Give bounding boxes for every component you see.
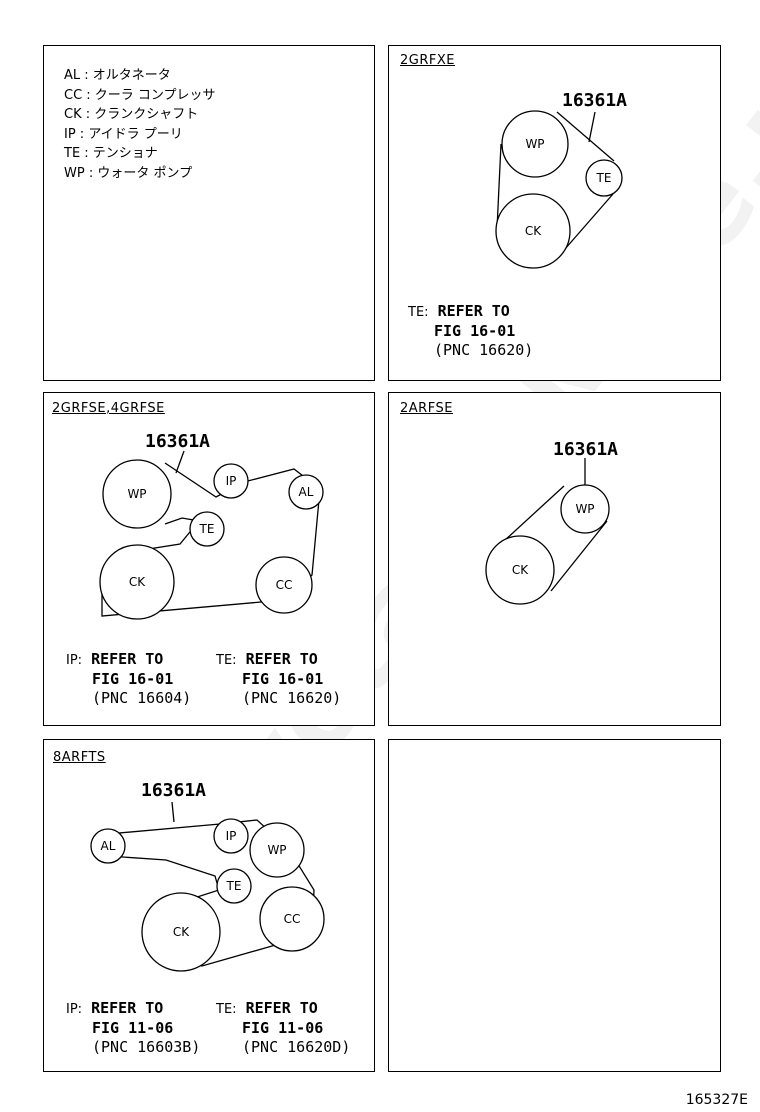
note-ip-8arfts: IP: REFER TO FIG 11-06 (PNC 16603B) bbox=[66, 999, 200, 1057]
part-number-16361a: 16361A bbox=[553, 439, 618, 460]
note-label: TE: bbox=[408, 305, 429, 320]
note-te-2grfse: TE: REFER TO FIG 16-01 (PNC 16620) bbox=[216, 650, 341, 708]
belt-diagram-2grfse: WP IP AL TE CK CC 16361A bbox=[99, 431, 324, 620]
note-label: IP: bbox=[66, 1002, 83, 1017]
note-line-3: (PNC 16620) bbox=[434, 341, 534, 359]
pulley-label-wp: WP bbox=[127, 487, 146, 501]
pulley-label-cc: CC bbox=[284, 912, 301, 926]
leader-line bbox=[175, 450, 185, 474]
legend-item-al: AL : オルタネータ bbox=[64, 68, 171, 83]
pulley-label-wp: WP bbox=[525, 137, 544, 151]
legend-item-wp: WP : ウォータ ポンプ bbox=[64, 165, 193, 181]
pulley-wp bbox=[501, 110, 569, 178]
panel-title-2grfse: 2GRFSE,4GRFSE bbox=[52, 401, 165, 416]
pulley-ck bbox=[485, 535, 555, 605]
pulley-label-ck: CK bbox=[525, 224, 542, 238]
pulley-label-al: AL bbox=[101, 839, 116, 853]
pulley-label-ck: CK bbox=[512, 563, 529, 577]
panel-title-2grfxe: 2GRFXE bbox=[400, 53, 455, 68]
pulley-al bbox=[288, 474, 324, 510]
belt-segment bbox=[496, 143, 502, 230]
empty-panel bbox=[388, 739, 721, 1072]
note-line-2: FIG 11-06 bbox=[92, 1019, 174, 1037]
pulley-label-te: TE bbox=[596, 171, 612, 185]
belt-segment bbox=[503, 485, 565, 542]
pulley-te bbox=[189, 511, 225, 547]
pulley-label-wp: WP bbox=[267, 843, 286, 857]
legend-panel: AL : オルタネータ CC : クーラ コンプレッサ CK : クランクシャフ… bbox=[43, 45, 375, 381]
note-te-8arfts: TE: REFER TO FIG 11-06 (PNC 16620D) bbox=[216, 999, 350, 1057]
panel-8arfts: 8ARFTS AL IP WP TE CK CC 16361A IP: REFE… bbox=[43, 739, 375, 1072]
panel-title-2arfse: 2ARFSE bbox=[400, 401, 453, 416]
legend-item-ip: IP : アイドラ プーリ bbox=[64, 126, 183, 142]
belt-path bbox=[107, 819, 315, 967]
pulley-label-ip: IP bbox=[226, 829, 237, 843]
note-line-3: (PNC 16620) bbox=[242, 689, 342, 707]
pulley-wp bbox=[560, 484, 610, 534]
note-line-1: REFER TO bbox=[91, 650, 164, 668]
pulley-ck bbox=[141, 892, 221, 972]
pulley-wp bbox=[249, 822, 305, 878]
pulley-al bbox=[90, 828, 126, 864]
pulley-wp bbox=[102, 459, 172, 529]
pulley-ip bbox=[213, 463, 249, 499]
belt-diagram-2grfxe: WP TE CK 16361A bbox=[495, 90, 627, 269]
note-line-3: (PNC 16603B) bbox=[92, 1038, 201, 1056]
note-ip-2grfse: IP: REFER TO FIG 16-01 (PNC 16604) bbox=[66, 650, 191, 708]
note-line-1: REFER TO bbox=[91, 999, 164, 1017]
legend-item-ck: CK : クランクシャフト bbox=[64, 107, 199, 122]
note-te-2grfxe: TE: REFER TO FIG 16-01 (PNC 16620) bbox=[408, 302, 533, 360]
legend: AL : オルタネータ CC : クーラ コンプレッサ CK : クランクシャフ… bbox=[64, 66, 216, 183]
figure-id: 165327E bbox=[685, 1092, 748, 1108]
belt-diagram-8arfts: AL IP WP TE CK CC 16361A bbox=[90, 780, 325, 972]
note-line-1: REFER TO bbox=[245, 650, 318, 668]
note-line-1: REFER TO bbox=[245, 999, 318, 1017]
pulley-label-ck: CK bbox=[129, 575, 146, 589]
belt-diagram-2arfse: WP CK 16361A bbox=[485, 439, 618, 605]
note-line-2: FIG 16-01 bbox=[92, 670, 174, 688]
note-line-2: FIG 16-01 bbox=[242, 670, 324, 688]
panel-2grfxe: 2GRFXE WP TE CK 16361A TE: REFER TO FIG … bbox=[388, 45, 721, 381]
pulley-label-cc: CC bbox=[276, 578, 293, 592]
note-line-3: (PNC 16620D) bbox=[242, 1038, 351, 1056]
leader-line bbox=[588, 111, 596, 143]
part-number-16361a: 16361A bbox=[145, 431, 210, 452]
belt-segment bbox=[556, 111, 615, 162]
leader-line bbox=[171, 801, 175, 823]
pulley-ip bbox=[213, 818, 249, 854]
pulley-cc bbox=[255, 556, 313, 614]
pulley-label-wp: WP bbox=[575, 502, 594, 516]
pulley-te bbox=[585, 159, 623, 197]
part-number-16361a: 16361A bbox=[562, 90, 627, 111]
pulley-label-ck: CK bbox=[173, 925, 190, 939]
note-label: IP: bbox=[66, 653, 83, 668]
panel-title-8arfts: 8ARFTS bbox=[53, 750, 106, 765]
panel-2arfse: 2ARFSE WP CK 16361A bbox=[388, 392, 721, 726]
pulley-label-te: TE bbox=[226, 879, 242, 893]
note-label: TE: bbox=[216, 1002, 237, 1017]
pulley-label-al: AL bbox=[299, 485, 314, 499]
note-line-3: (PNC 16604) bbox=[92, 689, 192, 707]
legend-item-te: TE : テンショナ bbox=[64, 146, 158, 161]
note-line-2: FIG 16-01 bbox=[434, 322, 516, 340]
pulley-te bbox=[216, 868, 252, 904]
pulley-ck bbox=[99, 544, 175, 620]
pulley-label-ip: IP bbox=[226, 474, 237, 488]
note-line-1: REFER TO bbox=[437, 302, 510, 320]
pulley-ck bbox=[495, 193, 571, 269]
pulley-cc bbox=[259, 886, 325, 952]
pulley-label-te: TE bbox=[199, 522, 215, 536]
belt-segment bbox=[550, 520, 608, 592]
note-label: TE: bbox=[216, 653, 237, 668]
belt-segment bbox=[564, 193, 614, 250]
note-line-2: FIG 11-06 bbox=[242, 1019, 324, 1037]
part-number-16361a: 16361A bbox=[141, 780, 206, 801]
legend-item-cc: CC : クーラ コンプレッサ bbox=[64, 87, 216, 103]
panel-2grfse-4grfse: 2GRFSE,4GRFSE WP IP AL TE CK CC 16361A I… bbox=[43, 392, 375, 726]
